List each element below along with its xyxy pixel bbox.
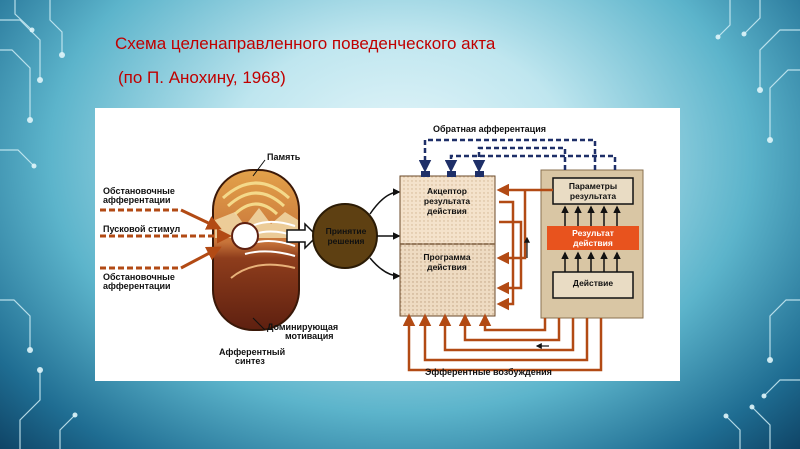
- afferent-synthesis-label-2: синтез: [235, 356, 265, 366]
- program-label-1: Программа: [423, 252, 470, 262]
- trigger-stimulus-label: Пусковой стимул: [103, 224, 180, 234]
- situational-top-label-2: афферентации: [103, 195, 171, 205]
- afferent-synthesis-capsule: [212, 169, 300, 331]
- action-result-box: [547, 226, 639, 250]
- program-label-2: действия: [427, 262, 467, 272]
- situational-bottom-label-1: Обстановочные: [103, 272, 175, 282]
- afferent-synthesis-label-1: Афферентный: [219, 347, 285, 357]
- decision-label-1: Принятие: [326, 226, 367, 236]
- memory-label: Память: [267, 152, 301, 162]
- efferent-label: Эфферентные возбуждения: [425, 367, 552, 377]
- feedback-label: Обратная афферентация: [433, 124, 546, 134]
- acceptor-label-1: Акцептор: [427, 186, 467, 196]
- result-params-label-2: результата: [570, 191, 616, 201]
- feedback-loop: [418, 138, 617, 173]
- result-params-label-1: Параметры: [569, 181, 617, 191]
- synthesis-to-decision-arrow: [286, 222, 319, 250]
- dominant-motivation-label-2: мотивация: [285, 331, 334, 341]
- situational-top-label-1: Обстановочные: [103, 186, 175, 196]
- situational-bottom-label-2: афферентации: [103, 281, 171, 291]
- acceptor-box: [399, 175, 496, 245]
- program-box: [399, 243, 496, 317]
- efferent-loops: [402, 200, 603, 372]
- acceptor-label-2: результата: [424, 196, 470, 206]
- acceptor-label-3: действия: [427, 206, 467, 216]
- action-label: Действие: [573, 278, 613, 288]
- situational-afferentation-top-arrow: [100, 208, 222, 230]
- action-result-label-1: Результат: [572, 228, 614, 238]
- situational-afferentation-bottom-arrow: [100, 246, 222, 270]
- action-box: [552, 271, 634, 299]
- dominant-motivation-label-1: Доминирующая: [267, 322, 338, 332]
- slide-subtitle: (по П. Анохину, 1968): [118, 68, 286, 87]
- anokhin-diagram: Память Обстановочные афферентации Пусков…: [95, 108, 680, 381]
- slide-title: Схема целенаправленного поведенческого а…: [115, 34, 496, 53]
- action-result-label-2: действия: [573, 238, 613, 248]
- decision-label-2: решения: [327, 236, 364, 246]
